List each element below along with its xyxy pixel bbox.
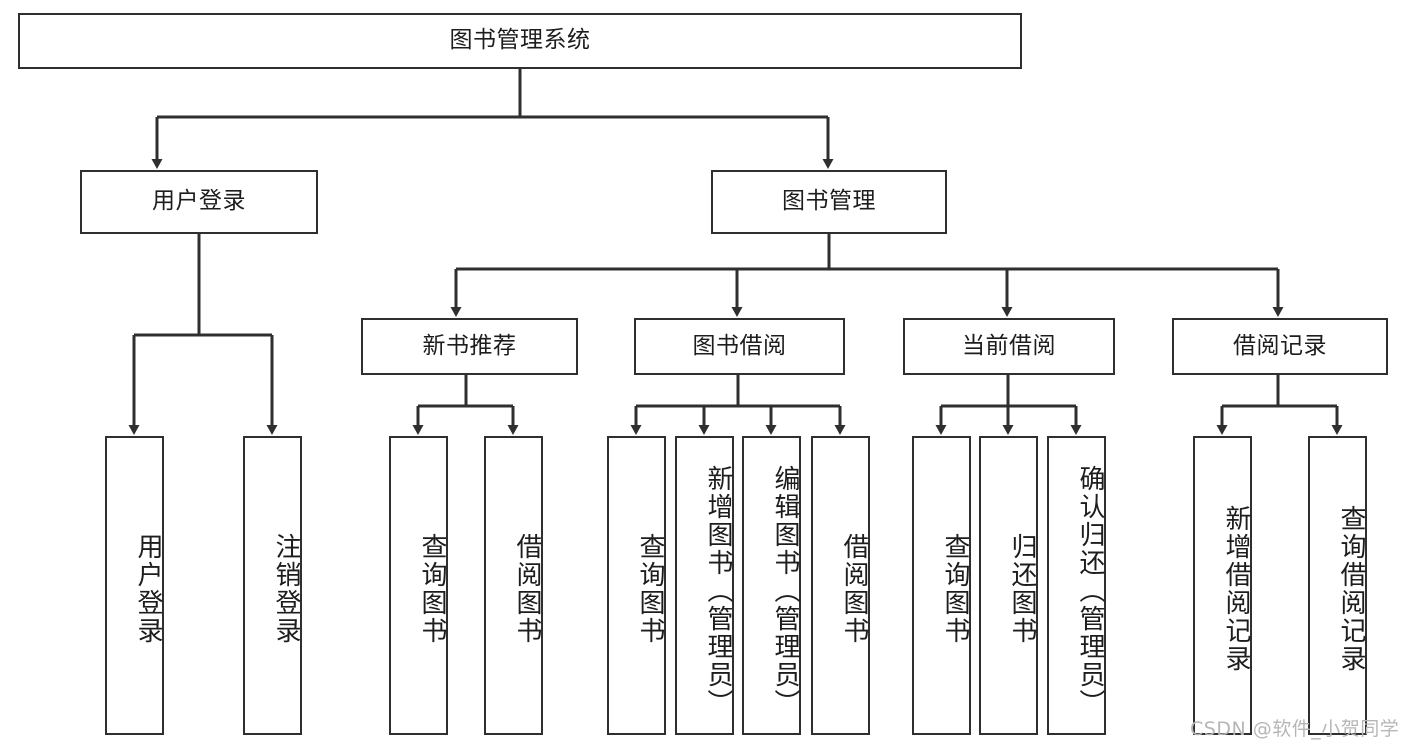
node-label: 用户登录 <box>152 188 246 215</box>
node-label: 编辑图书（管理员） <box>770 464 800 717</box>
node-label: 查询借阅记录 <box>1336 504 1366 673</box>
node-label: 确认归还（管理员） <box>1075 464 1105 717</box>
leaf-current-borrow-confirm-admin[interactable]: 确认归还（管理员） <box>1047 436 1106 735</box>
leaf-new-book-borrow[interactable]: 借阅图书 <box>484 436 543 735</box>
node-root-book-management-system[interactable]: 图书管理系统 <box>18 13 1022 69</box>
node-new-book-recommend[interactable]: 新书推荐 <box>361 318 578 375</box>
leaf-current-borrow-query[interactable]: 查询图书 <box>912 436 971 735</box>
node-label: 新增借阅记录 <box>1221 504 1251 673</box>
node-label: 借阅图书 <box>512 532 542 645</box>
node-label: 图书管理 <box>782 188 876 215</box>
node-label: 注销登录 <box>271 532 301 645</box>
node-label: 新增图书（管理员） <box>703 464 733 717</box>
leaf-book-borrow-edit-admin[interactable]: 编辑图书（管理员） <box>742 436 801 735</box>
node-label: 查询图书 <box>635 532 665 645</box>
node-label: 用户登录 <box>133 532 163 645</box>
leaf-borrow-record-add[interactable]: 新增借阅记录 <box>1193 436 1252 735</box>
node-label: 新书推荐 <box>422 332 517 359</box>
node-label: 查询图书 <box>417 532 447 645</box>
leaf-user-login-signin[interactable]: 用户登录 <box>105 436 164 735</box>
node-label: 借阅图书 <box>839 532 869 645</box>
node-label: 查询图书 <box>940 532 970 645</box>
node-label: 当前借阅 <box>962 332 1056 359</box>
csdn-watermark: CSDN @软件_小贺同学 <box>1190 718 1400 740</box>
node-label: 归还图书 <box>1007 532 1037 645</box>
leaf-new-book-query[interactable]: 查询图书 <box>389 436 448 735</box>
leaf-book-borrow-borrow[interactable]: 借阅图书 <box>811 436 870 735</box>
node-book-management[interactable]: 图书管理 <box>711 170 947 234</box>
node-current-borrow[interactable]: 当前借阅 <box>903 318 1115 375</box>
node-book-borrow[interactable]: 图书借阅 <box>634 318 845 375</box>
node-label: 借阅记录 <box>1233 332 1327 359</box>
leaf-book-borrow-query[interactable]: 查询图书 <box>607 436 666 735</box>
leaf-current-borrow-return[interactable]: 归还图书 <box>979 436 1038 735</box>
node-user-login[interactable]: 用户登录 <box>80 170 318 234</box>
leaf-user-login-signout[interactable]: 注销登录 <box>243 436 302 735</box>
node-borrow-record[interactable]: 借阅记录 <box>1172 318 1388 375</box>
node-label: 图书管理系统 <box>449 27 591 54</box>
node-label: 图书借阅 <box>692 332 787 359</box>
leaf-borrow-record-query[interactable]: 查询借阅记录 <box>1308 436 1367 735</box>
leaf-book-borrow-add-admin[interactable]: 新增图书（管理员） <box>675 436 734 735</box>
